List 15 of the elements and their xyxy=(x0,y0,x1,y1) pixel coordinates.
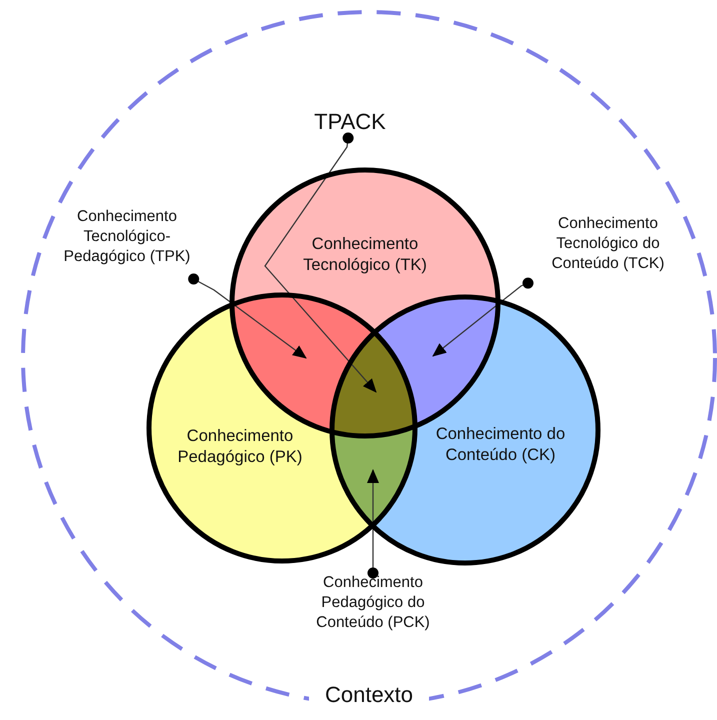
circle-label: Conhecimento do Conteúdo (CK) xyxy=(434,424,566,466)
circle-label: Conhecimento Tecnológico (TK) xyxy=(302,234,428,276)
callout-label: Conhecimento Pedagógico do Conteúdo (PCK) xyxy=(290,573,456,645)
leader-line xyxy=(367,469,379,578)
venn-circle xyxy=(146,292,418,564)
callout-label: TPACK xyxy=(290,108,410,138)
leader-line xyxy=(188,274,307,359)
venn-circle xyxy=(329,294,601,566)
overlap-region xyxy=(232,295,374,431)
leader-line xyxy=(264,132,377,393)
overlap-region xyxy=(332,334,415,436)
callout-label: Conhecimento Tecnológico do Conteúdo (TCK) xyxy=(528,214,688,286)
circle-label: Conhecimento Pedagógico (PK) xyxy=(176,426,304,468)
leader-line xyxy=(432,278,534,357)
callout-label: Conhecimento Tecnológico-Pedagógico (TPK) xyxy=(48,207,206,279)
